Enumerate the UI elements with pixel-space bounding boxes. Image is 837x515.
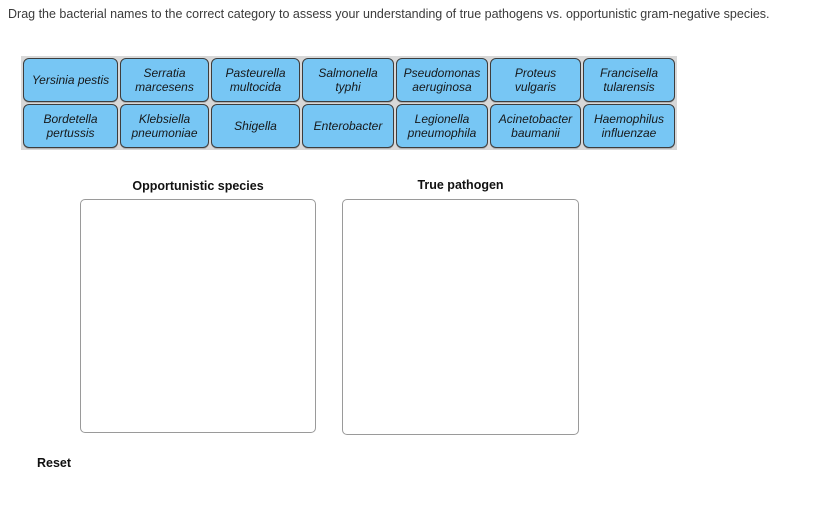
draggable-tile[interactable]: Enterobacter [302, 104, 394, 148]
draggable-tile[interactable]: Klebsiella pneumoniae [120, 104, 209, 148]
draggable-tile[interactable]: Yersinia pestis [23, 58, 118, 102]
draggable-tile[interactable]: Francisella tularensis [583, 58, 675, 102]
draggable-tile[interactable]: Pasteurella multocida [211, 58, 300, 102]
tile-row: Bordetella pertussis Klebsiella pneumoni… [23, 104, 675, 148]
category-heading-opportunistic: Opportunistic species [132, 179, 264, 193]
tile-row: Yersinia pestis Serratia marcesens Paste… [23, 58, 675, 102]
draggable-tile[interactable]: Legionella pneumophila [396, 104, 488, 148]
reset-button[interactable]: Reset [37, 456, 72, 470]
category-heading-true-pathogen: True pathogen [417, 178, 504, 192]
draggable-tile[interactable]: Serratia marcesens [120, 58, 209, 102]
draggable-tile[interactable]: Proteus vulgaris [490, 58, 581, 102]
dropzone-true-pathogen[interactable] [342, 199, 579, 435]
draggable-tile[interactable]: Acinetobacter baumanii [490, 104, 581, 148]
draggable-tile[interactable]: Salmonella typhi [302, 58, 394, 102]
tile-bank: Yersinia pestis Serratia marcesens Paste… [21, 56, 677, 150]
draggable-tile[interactable]: Bordetella pertussis [23, 104, 118, 148]
dropzone-opportunistic[interactable] [80, 199, 316, 433]
instructions-text: Drag the bacterial names to the correct … [8, 7, 770, 21]
draggable-tile[interactable]: Shigella [211, 104, 300, 148]
draggable-tile[interactable]: Pseudomonas aeruginosa [396, 58, 488, 102]
draggable-tile[interactable]: Haemophilus influenzae [583, 104, 675, 148]
